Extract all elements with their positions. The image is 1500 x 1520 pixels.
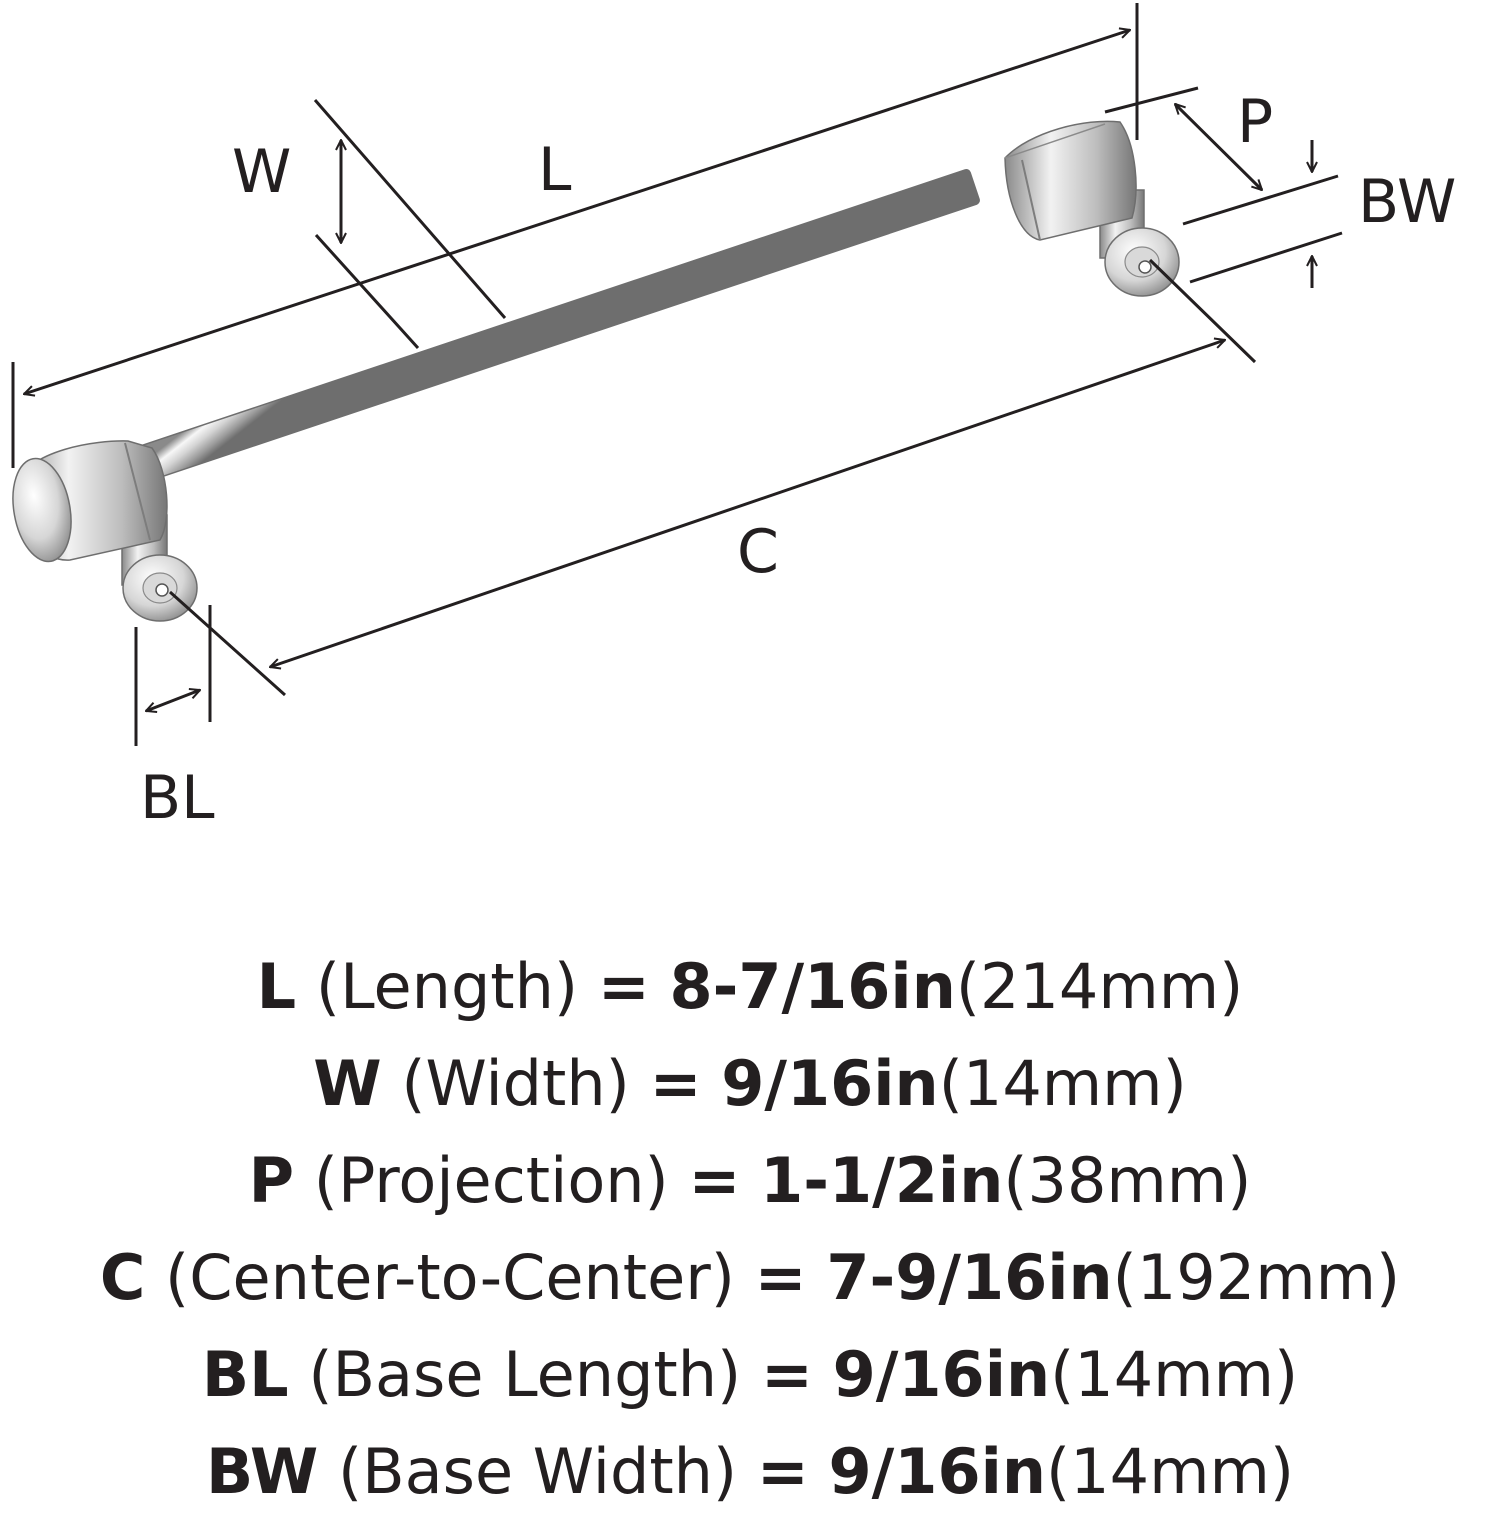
spec-symbol: L [256,950,297,1023]
length-dimension-arrow [24,30,1130,394]
dimension-lines [11,3,1343,746]
spec-imperial: 7-9/16in [826,1241,1113,1314]
projection-dimension-arrow [1175,104,1262,190]
cabinet-pull-dimension-diagram: W L P BW C BL [11,3,1456,833]
spec-symbol: BL [201,1338,289,1411]
projection-extension [1104,86,1199,114]
dimension-specifications: L (Length) = 8-7/16in(214mm) W (Width) =… [0,938,1500,1520]
center-label: C [737,517,779,587]
base-width-extension-top [1182,174,1339,226]
width-label: W [232,137,291,207]
spec-metric: (14mm) [1050,1338,1299,1411]
handle-bar [134,169,980,482]
spec-equals: = [649,1047,702,1120]
spec-imperial: 1-1/2in [760,1144,1004,1217]
spec-symbol: C [99,1241,146,1314]
spec-name: (Base Width) [337,1435,738,1508]
spec-name: (Projection) [313,1144,669,1217]
length-label: L [538,135,572,205]
cabinet-pull-illustration [12,120,1180,622]
base-length-label: BL [140,763,215,833]
spec-row-length: L (Length) = 8-7/16in(214mm) [0,938,1500,1035]
spec-imperial: 9/16in [828,1435,1046,1508]
base-length-dimension-arrow [146,690,200,711]
base-width-extension-bottom [1189,231,1343,284]
spec-row-width: W (Width) = 9/16in(14mm) [0,1035,1500,1132]
spec-metric: (14mm) [938,1047,1187,1120]
spec-row-base-width: BW (Base Width) = 9/16in(14mm) [0,1423,1500,1520]
spec-symbol: P [248,1144,295,1217]
width-extension-bottom [314,233,420,350]
spec-row-projection: P (Projection) = 1-1/2in(38mm) [0,1132,1500,1229]
spec-metric: (38mm) [1003,1144,1252,1217]
spec-symbol: W [313,1047,382,1120]
spec-imperial: 9/16in [832,1338,1051,1411]
spec-name: (Width) [401,1047,630,1120]
spec-metric: (14mm) [1045,1435,1295,1508]
dimension-labels: W L P BW C BL [140,87,1456,833]
spec-metric: (192mm) [1112,1241,1401,1314]
width-extension-top [313,99,507,319]
spec-name: (Length) [315,950,579,1023]
right-end-cap [1004,120,1137,241]
spec-equals: = [760,1338,813,1411]
spec-metric: (214mm) [955,950,1244,1023]
base-width-label: BW [1358,167,1456,237]
center-extension-right [1148,258,1257,364]
center-extension-left [168,590,287,697]
spec-equals: = [754,1241,807,1314]
center-dimension-arrow [270,340,1225,667]
spec-row-base-length: BL (Base Length) = 9/16in(14mm) [0,1326,1500,1423]
spec-symbol: BW [205,1435,319,1508]
spec-name: (Center-to-Center) [165,1241,735,1314]
left-end-cap [12,440,168,563]
spec-imperial: 8-7/16in [669,950,956,1023]
spec-name: (Base Length) [308,1338,742,1411]
spec-row-center-to-center: C (Center-to-Center) = 7-9/16in(192mm) [0,1229,1500,1326]
projection-label: P [1237,87,1273,157]
spec-imperial: 9/16in [721,1047,939,1120]
spec-equals: = [756,1435,809,1508]
spec-equals: = [597,950,650,1023]
spec-equals: = [688,1144,741,1217]
